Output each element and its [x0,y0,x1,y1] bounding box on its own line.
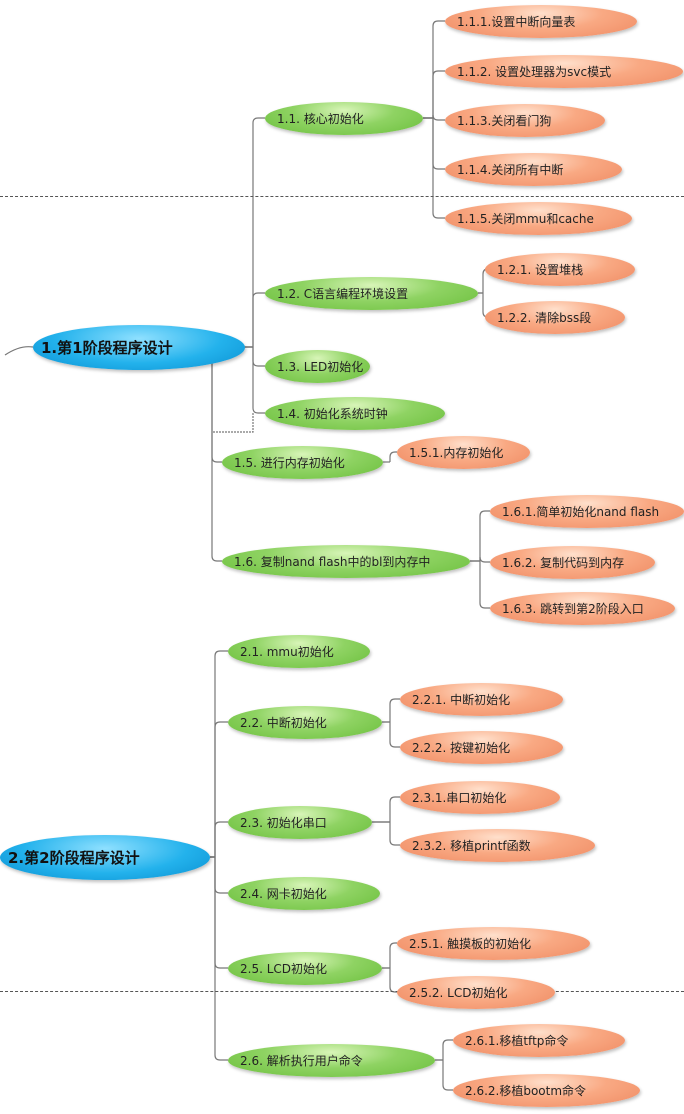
connector [214,721,228,857]
connector [4,346,34,356]
connector [252,292,265,347]
leaf-node[interactable]: 1.6.3. 跳转到第2阶段入口 [490,591,675,625]
node-label: 2.2.2. 按键初始化 [412,740,511,755]
connector [479,510,490,561]
node-label: 2.3.1.串口初始化 [412,790,507,805]
subtopic-node[interactable]: 2.2. 中断初始化 [228,705,382,739]
connector [214,857,228,1061]
connector [432,70,445,118]
leaf-node[interactable]: 1.2.2. 清除bss段 [485,300,625,334]
connector [389,942,397,968]
page-break-line [0,196,684,197]
node-label: 1.5.1.内存初始化 [409,445,504,460]
node-label: 1.5. 进行内存初始化 [234,455,345,470]
node-label: 2.2.1. 中断初始化 [412,692,511,707]
leaf-node[interactable]: 2.2.1. 中断初始化 [400,682,563,716]
connector [211,347,222,562]
connector [214,857,228,969]
node-label: 2.2. 中断初始化 [240,715,327,730]
leaf-node[interactable]: 2.6.1.移植tftp命令 [453,1023,625,1057]
leaf-node[interactable]: 2.5.2. LCD初始化 [397,975,555,1009]
node-label: 1.6.3. 跳转到第2阶段入口 [502,601,644,616]
node-label: 1.1.4.关闭所有中断 [457,162,564,177]
subtopic-node[interactable]: 2.1. mmu初始化 [228,634,370,668]
node-label: 2.6.1.移植tftp命令 [465,1033,569,1048]
connector [442,1060,453,1091]
node-label: 1.1.2. 设置处理器为svc模式 [457,64,612,79]
subtopic-node[interactable]: 1.5. 进行内存初始化 [222,445,383,479]
connector [432,20,445,118]
node-label: 1.3. LED初始化 [277,359,364,374]
node-label: 2.第2阶段程序设计 [8,848,140,867]
leaf-node[interactable]: 1.2.1. 设置堆栈 [485,252,635,286]
connector [389,451,397,462]
subtopic-node[interactable]: 1.2. C语言编程环境设置 [265,276,478,310]
leaf-node[interactable]: 1.5.1.内存初始化 [397,435,530,469]
root-topic[interactable]: 2.第2阶段程序设计 [0,834,210,880]
leaf-node[interactable]: 2.3.1.串口初始化 [400,780,560,814]
leaf-node[interactable]: 2.6.2.移植bootm命令 [453,1073,640,1107]
node-label: 2.5. LCD初始化 [240,961,328,976]
connector [214,650,228,857]
node-label: 2.6.2.移植bootm命令 [465,1083,587,1098]
node-label: 1.1.5.关闭mmu和cache [457,211,594,226]
connector [432,118,445,170]
node-label: 1.第1阶段程序设计 [41,338,173,357]
node-label: 2.5.2. LCD初始化 [409,985,508,1000]
subtopic-node[interactable]: 2.3. 初始化串口 [228,805,372,839]
page-break-line [0,991,684,992]
leaf-node[interactable]: 2.5.1. 触摸板的初始化 [397,926,590,960]
connector [212,413,254,433]
leaf-node[interactable]: 1.1.2. 设置处理器为svc模式 [445,54,683,88]
subtopic-node[interactable]: 1.1. 核心初始化 [265,101,423,135]
connector [389,822,400,846]
node-label: 2.3. 初始化串口 [240,815,327,830]
leaf-node[interactable]: 1.6.1.简单初始化nand flash [490,494,684,528]
connector [442,1039,453,1060]
subtopic-node[interactable]: 2.6. 解析执行用户命令 [228,1043,435,1077]
subtopic-node[interactable]: 1.4. 初始化系统时钟 [265,396,445,430]
node-label: 2.5.1. 触摸板的初始化 [409,936,532,951]
node-label: 1.1.1.设置中断向量表 [457,14,576,29]
node-label: 1.4. 初始化系统时钟 [277,406,388,421]
node-label: 1.1. 核心初始化 [277,111,364,126]
node-label: 2.1. mmu初始化 [240,644,334,659]
connector [389,968,397,993]
leaf-node[interactable]: 1.6.2. 复制代码到内存 [490,545,655,579]
leaf-node[interactable]: 2.3.2. 移植printf函数 [400,828,595,862]
node-label: 1.2.1. 设置堆栈 [497,262,584,277]
node-label: 2.6. 解析执行用户命令 [240,1053,363,1068]
connector [389,698,400,722]
subtopic-node[interactable]: 1.3. LED初始化 [265,349,370,383]
connector [214,857,228,894]
connector [389,722,400,748]
leaf-node[interactable]: 1.1.4.关闭所有中断 [445,152,622,186]
root-topic[interactable]: 1.第1阶段程序设计 [33,324,245,370]
leaf-node[interactable]: 1.1.5.关闭mmu和cache [445,201,632,235]
connector [479,556,490,563]
connector [479,561,490,609]
connector [252,347,265,367]
leaf-node[interactable]: 1.1.1.设置中断向量表 [445,4,637,38]
node-label: 2.3.2. 移植printf函数 [412,838,531,853]
subtopic-node[interactable]: 1.6. 复制nand flash中的bl到内存中 [222,544,470,578]
leaf-node[interactable]: 2.2.2. 按键初始化 [400,730,563,764]
node-label: 2.4. 网卡初始化 [240,886,327,901]
connector [252,117,265,347]
connector [432,114,445,121]
subtopic-node[interactable]: 2.5. LCD初始化 [228,951,382,985]
connector [211,347,222,463]
node-label: 1.6.2. 复制代码到内存 [502,555,625,570]
connector [214,821,228,857]
connector [389,796,400,822]
node-label: 1.2.2. 清除bss段 [497,310,592,325]
node-label: 1.1.3.关闭看门狗 [457,113,552,128]
connector [252,347,265,414]
node-label: 1.2. C语言编程环境设置 [277,286,409,301]
subtopic-node[interactable]: 2.4. 网卡初始化 [228,876,380,910]
node-label: 1.6.1.简单初始化nand flash [502,504,660,519]
leaf-node[interactable]: 1.1.3.关闭看门狗 [445,103,605,137]
node-label: 1.6. 复制nand flash中的bl到内存中 [234,554,431,569]
connector [432,118,445,219]
